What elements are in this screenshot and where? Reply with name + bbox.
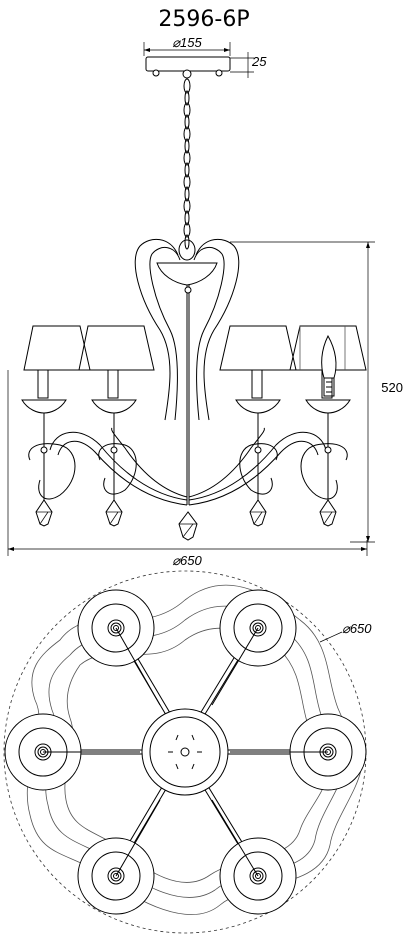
lamp-shades [23,325,367,371]
shade-2 [78,325,155,371]
width-top-label: ⌀650 [342,621,372,636]
candle-bulb [321,334,337,397]
side-view: ⌀155 25 [7,35,403,568]
shade-3 [219,325,297,371]
canopy-height-label: 25 [251,54,267,69]
arms-inner [43,627,328,877]
model-title: 2596-6P [158,7,249,32]
canopy-height-dimension: 25 [230,52,267,78]
central-body [156,262,218,505]
canopy-diameter-label: ⌀155 [172,35,202,50]
crystal-1 [35,413,53,527]
crystal-3 [249,413,267,527]
crystal-pendants [35,413,337,541]
width-side-label: ⌀650 [172,553,202,568]
shade-1 [23,325,91,371]
height-dimension: 520 [230,241,403,543]
width-dimension-side: ⌀650 [7,370,368,568]
canopy-diameter-dimension: ⌀155 [143,35,231,56]
top-view: ⌀650 [3,570,372,934]
crystal-2 [105,413,123,527]
width-dimension-top: ⌀650 [319,621,372,643]
candle-holders [21,369,351,414]
shade-4 [289,325,367,371]
top-scroll-arms [134,238,240,421]
height-label: 520 [381,380,403,395]
central-hub-top [141,708,229,796]
suspension-chain [183,78,191,250]
ceiling-canopy [145,56,231,79]
lower-curved-arms [28,427,348,506]
crystal-center [178,511,198,541]
crystal-4 [319,413,337,527]
